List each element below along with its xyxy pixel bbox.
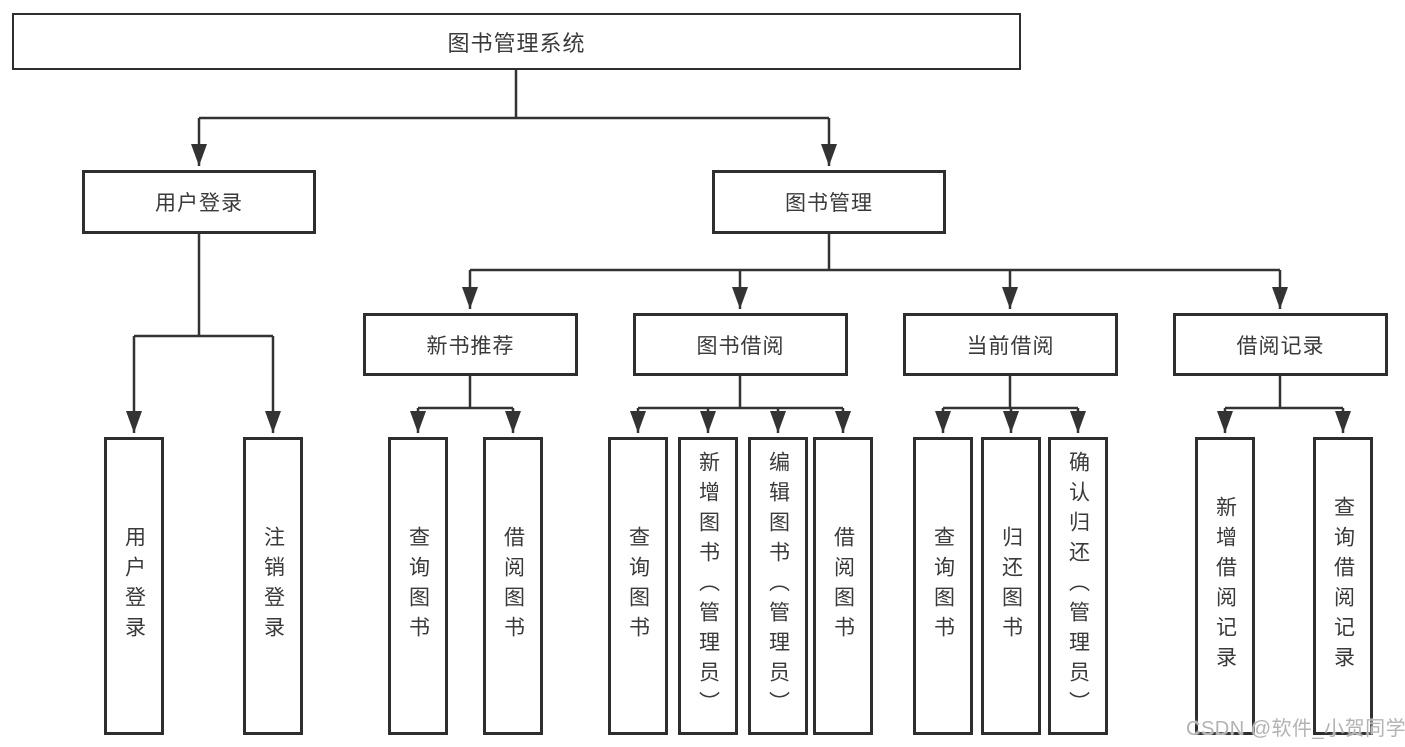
leaf-confirm-return-admin-label: 确认归还（管理员） <box>1066 451 1090 721</box>
leaf-query-books-current-label: 查询图书 <box>931 526 955 646</box>
leaf-edit-books-admin-label: 编辑图书（管理员） <box>766 451 790 721</box>
node-new-book-recommend-label: 新书推荐 <box>426 334 515 358</box>
node-root: 图书管理系统 <box>12 13 1021 70</box>
node-current-borrowing-label: 当前借阅 <box>966 334 1055 358</box>
node-book-borrowing-label: 图书借阅 <box>696 334 785 358</box>
leaf-add-books-admin: 新增图书（管理员） <box>678 437 738 735</box>
connector-book-borrowing <box>630 376 851 433</box>
leaf-borrow-books-recommend-label: 借阅图书 <box>501 526 525 646</box>
node-book-management: 图书管理 <box>712 170 946 234</box>
connector-borrowing-records <box>1217 376 1351 433</box>
leaf-return-books-label: 归还图书 <box>999 526 1023 646</box>
leaf-borrow-books-recommend: 借阅图书 <box>483 437 543 735</box>
leaf-borrow-books-borrowing-label: 借阅图书 <box>831 526 855 646</box>
node-user-login: 用户登录 <box>82 170 316 234</box>
connector-current-borrowing <box>935 376 1086 433</box>
leaf-query-borrow-record-label: 查询借阅记录 <box>1331 496 1355 676</box>
leaf-query-books-recommend: 查询图书 <box>388 437 448 735</box>
node-book-borrowing: 图书借阅 <box>633 313 848 376</box>
leaf-add-books-admin-label: 新增图书（管理员） <box>696 451 720 721</box>
connector-book-management <box>462 234 1288 309</box>
node-borrowing-records: 借阅记录 <box>1173 313 1388 376</box>
leaf-confirm-return-admin: 确认归还（管理员） <box>1048 437 1108 735</box>
node-user-login-label: 用户登录 <box>155 192 243 215</box>
leaf-query-books-recommend-label: 查询图书 <box>406 526 430 646</box>
leaf-return-books: 归还图书 <box>981 437 1041 735</box>
leaf-edit-books-admin: 编辑图书（管理员） <box>748 437 808 735</box>
node-new-book-recommend: 新书推荐 <box>363 313 578 376</box>
node-current-borrowing: 当前借阅 <box>903 313 1118 376</box>
leaf-add-borrow-record-label: 新增借阅记录 <box>1213 496 1237 676</box>
watermark: CSDN @软件_小贺同学 <box>1186 718 1405 740</box>
leaf-query-books-borrowing-label: 查询图书 <box>626 526 650 646</box>
leaf-add-borrow-record: 新增借阅记录 <box>1195 437 1255 735</box>
leaf-query-books-borrowing: 查询图书 <box>608 437 668 735</box>
leaf-logout-label: 注销登录 <box>261 526 285 646</box>
leaf-query-books-current: 查询图书 <box>913 437 973 735</box>
connector-root <box>191 70 837 166</box>
node-root-label: 图书管理系统 <box>447 30 586 56</box>
leaf-logout: 注销登录 <box>243 437 303 735</box>
connector-user-login <box>126 234 281 433</box>
node-book-management-label: 图书管理 <box>785 192 873 215</box>
leaf-user-login: 用户登录 <box>104 437 164 735</box>
connector-new-book-recommend <box>410 376 521 433</box>
leaf-query-borrow-record: 查询借阅记录 <box>1313 437 1373 735</box>
leaf-borrow-books-borrowing: 借阅图书 <box>813 437 873 735</box>
leaf-user-login-label: 用户登录 <box>122 526 146 646</box>
node-borrowing-records-label: 借阅记录 <box>1236 334 1325 358</box>
